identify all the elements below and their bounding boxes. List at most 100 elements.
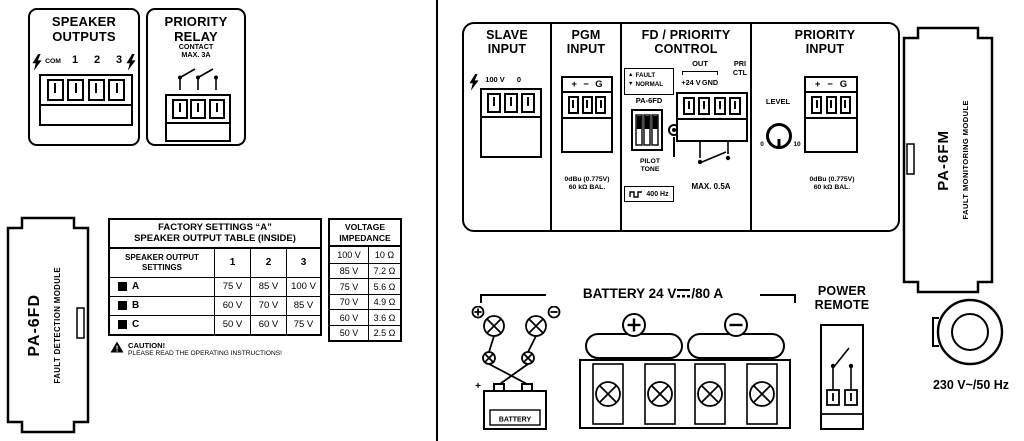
relay-contact-line2: MAX. 3A bbox=[181, 50, 211, 60]
knob-max-label: 10 bbox=[793, 141, 801, 148]
terminal-pin bbox=[208, 99, 225, 119]
factory-value: 85 V bbox=[250, 276, 286, 296]
relay-terminal-block bbox=[165, 94, 231, 142]
priority-input-title-line2: INPUT bbox=[805, 42, 845, 56]
module-slot bbox=[906, 143, 915, 175]
slave-input-title: SLAVE INPUT bbox=[464, 28, 550, 56]
slave-terminal-pins bbox=[482, 90, 540, 116]
terminal-pin bbox=[698, 97, 711, 115]
screw-terminal-icon bbox=[595, 381, 621, 407]
terminal-block-base bbox=[41, 104, 131, 124]
voltage-table-header: VOLTAGE IMPEDANCE bbox=[330, 220, 400, 248]
gnd-label: GND bbox=[701, 78, 719, 87]
caution-line1: CAUTION! bbox=[128, 341, 166, 350]
pa6fm-module-text: PA-6FM FAULT MONITORING MODULE bbox=[910, 26, 994, 294]
battery-terminal-block bbox=[579, 313, 791, 429]
pilot-line1: PILOT bbox=[639, 158, 660, 165]
pgm-g-label: G bbox=[595, 79, 603, 90]
factory-row-header-line1: SPEAKER OUTPUT bbox=[125, 252, 199, 262]
factory-value: 75 V bbox=[214, 276, 250, 296]
factory-value: 75 V bbox=[286, 314, 320, 334]
fd-priority-title-line2: CONTROL bbox=[654, 42, 718, 56]
fd-priority-title-line1: FD / PRIORITY bbox=[641, 28, 731, 42]
battery-cable-drawing: + BATTERY bbox=[471, 306, 561, 430]
battery-body bbox=[483, 390, 547, 430]
black-square-icon bbox=[118, 282, 127, 292]
voltage-impedance-table: VOLTAGE IMPEDANCE 100 V 10 Ω 85 V 7.2 Ω … bbox=[328, 218, 402, 343]
section-divider bbox=[750, 24, 752, 230]
pa6fd-caption: FAULT DETECTION MODULE bbox=[53, 266, 62, 384]
mains-cable-gland bbox=[932, 298, 1004, 366]
terminal-pin bbox=[504, 93, 518, 113]
pri-label: PRI bbox=[733, 59, 747, 68]
terminal-pin bbox=[713, 97, 726, 115]
pa6fd-module-text: PA-6FD FAULT DETECTION MODULE bbox=[6, 216, 82, 434]
terminal-pin bbox=[67, 79, 85, 101]
slave-terminal-block bbox=[480, 88, 542, 158]
pgm-input-title-line2: INPUT bbox=[566, 42, 606, 56]
terminal-pin bbox=[825, 96, 837, 115]
terminal-block-base bbox=[167, 122, 229, 140]
pgm-note-line2: 60 kΩ BAL. bbox=[568, 183, 606, 191]
relay-contact-line1: CONTACT bbox=[178, 42, 214, 51]
lightning-icon bbox=[126, 54, 136, 71]
voltage-value: 70 V bbox=[330, 293, 368, 310]
slave-100v-label: 100 V bbox=[485, 75, 505, 84]
priority-minus-label: − bbox=[827, 79, 833, 90]
pgm-input-title: PGM INPUT bbox=[552, 28, 620, 56]
battery-title-line-right bbox=[760, 294, 796, 296]
up-arrow-icon: ▲ bbox=[628, 71, 634, 78]
terminal-pin bbox=[811, 96, 823, 115]
factory-row-label: B bbox=[110, 295, 214, 315]
terminal-pin bbox=[46, 79, 64, 101]
screw-terminal-icon bbox=[697, 381, 723, 407]
slave-input-title-line2: INPUT bbox=[487, 42, 527, 56]
speaker-outputs-title-line1: SPEAKER bbox=[51, 14, 117, 29]
level-knob bbox=[766, 123, 792, 149]
battery-plus-label: + bbox=[475, 381, 481, 392]
impedance-value: 5.6 Ω bbox=[368, 278, 400, 294]
factory-value: 50 V bbox=[214, 314, 250, 334]
pgm-minus-label: − bbox=[583, 79, 589, 90]
pgm-terminal-pins bbox=[563, 93, 611, 117]
terminal-pin bbox=[581, 96, 593, 115]
priority-terminal-pins bbox=[806, 93, 856, 117]
priority-level-note: 0dBu (0.775V) 60 kΩ BAL. bbox=[792, 176, 872, 192]
terminal-label-com: COM bbox=[45, 58, 61, 65]
ctl-label: CTL bbox=[732, 68, 748, 77]
terminal-block-base bbox=[678, 118, 746, 140]
plus24v-label: +24 V bbox=[681, 78, 701, 87]
impedance-value: 4.9 Ω bbox=[368, 293, 400, 310]
factory-table-title-line2: SPEAKER OUTPUT TABLE (INSIDE) bbox=[134, 233, 296, 245]
screw-terminal-icon bbox=[749, 381, 775, 407]
square-wave-icon bbox=[629, 191, 643, 198]
black-square-icon bbox=[118, 301, 127, 311]
normal-label: NORMAL bbox=[635, 81, 664, 89]
fault-normal-switch: ▲ FAULT ▼ NORMAL bbox=[624, 68, 674, 95]
terminal-pin bbox=[521, 93, 535, 113]
factory-col-3: 3 bbox=[286, 248, 320, 277]
fd-terminal-pins bbox=[678, 94, 746, 118]
impedance-value: 2.5 Ω bbox=[368, 324, 400, 341]
pa6fd-module-outline bbox=[6, 216, 90, 434]
terminal-pin bbox=[190, 99, 206, 119]
pa6fm-caption: FAULT MONITORING MODULE bbox=[960, 100, 970, 220]
speaker-terminal-pins bbox=[41, 76, 131, 104]
pa6fm-module-outline bbox=[902, 26, 994, 294]
caution-line2: PLEASE READ THE OPERATING INSTRUCTIONS! bbox=[128, 350, 283, 358]
factory-settings-table: FACTORY SETTINGS “A” SPEAKER OUTPUT TABL… bbox=[108, 218, 322, 336]
battery-title: BATTERY 24 V/80 A bbox=[545, 286, 761, 302]
fd-priority-title: FD / PRIORITY CONTROL bbox=[620, 28, 752, 56]
speaker-outputs-block: SPEAKER OUTPUTS COM 1 2 3 bbox=[28, 8, 140, 146]
factory-col-2: 2 bbox=[250, 248, 286, 277]
input-section-block: SLAVE INPUT 100 V 0 PGM INPUT + − G bbox=[462, 22, 900, 232]
factory-row-label: A bbox=[110, 276, 214, 296]
negative-bus-bar bbox=[687, 333, 785, 359]
factory-value: 60 V bbox=[250, 314, 286, 334]
priority-terminal-block: + − G bbox=[804, 76, 858, 154]
priority-input-title-line1: PRIORITY bbox=[794, 28, 856, 42]
slave-0-label: 0 bbox=[516, 75, 522, 84]
power-remote-title-line1: POWER bbox=[817, 284, 867, 298]
module-slot bbox=[76, 307, 85, 339]
terminal-block-base bbox=[806, 117, 856, 151]
